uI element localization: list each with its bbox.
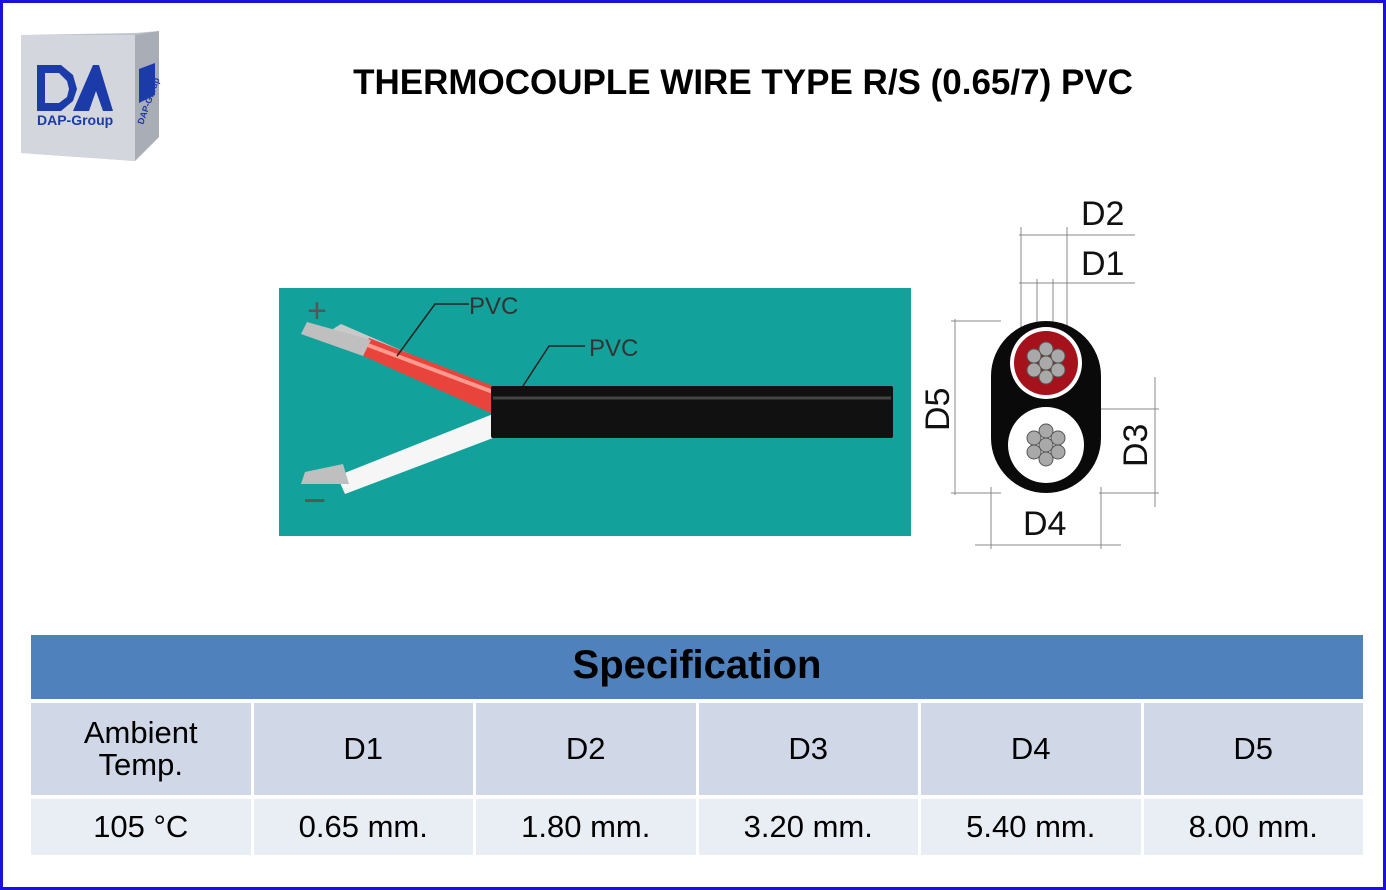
header-d1: D1 (253, 703, 473, 795)
logo-text: DAP-Group (37, 112, 113, 128)
pvc-label-inner: PVC (469, 293, 518, 320)
value-d1: 0.65 mm. (253, 799, 473, 855)
header-d5: D5 (1143, 703, 1363, 795)
cross-section-diagram: D2 D1 D5 D3 D4 (919, 195, 1159, 549)
value-d3: 3.20 mm. (698, 799, 918, 855)
header-d2: D2 (476, 703, 696, 795)
page-title: THERMOCOUPLE WIRE TYPE R/S (0.65/7) PVC (353, 63, 1133, 102)
header-d3: D3 (698, 703, 918, 795)
d1-label: D1 (1081, 245, 1124, 283)
specification-header: Specification (31, 635, 1363, 699)
value-d4: 5.40 mm. (921, 799, 1141, 855)
value-d2: 1.80 mm. (476, 799, 696, 855)
header-d4: D4 (921, 703, 1141, 795)
pvc-label-outer: PVC (589, 335, 638, 362)
value-ambient-temp: 105 °C (31, 799, 251, 855)
dap-group-logo: DAP-Group DAP-Group (21, 31, 162, 161)
plus-sign: + (307, 292, 327, 330)
d3-label: D3 (1117, 424, 1155, 467)
spec-value-row: 105 °C 0.65 mm. 1.80 mm. 3.20 mm. 5.40 m… (31, 799, 1363, 855)
d2-label: D2 (1081, 195, 1124, 233)
value-d5: 8.00 mm. (1143, 799, 1363, 855)
cable-diagram: + − PVC PVC (279, 288, 911, 536)
d4-label: D4 (1023, 505, 1066, 543)
minus-sign: − (303, 479, 326, 523)
d5-label: D5 (919, 388, 957, 431)
